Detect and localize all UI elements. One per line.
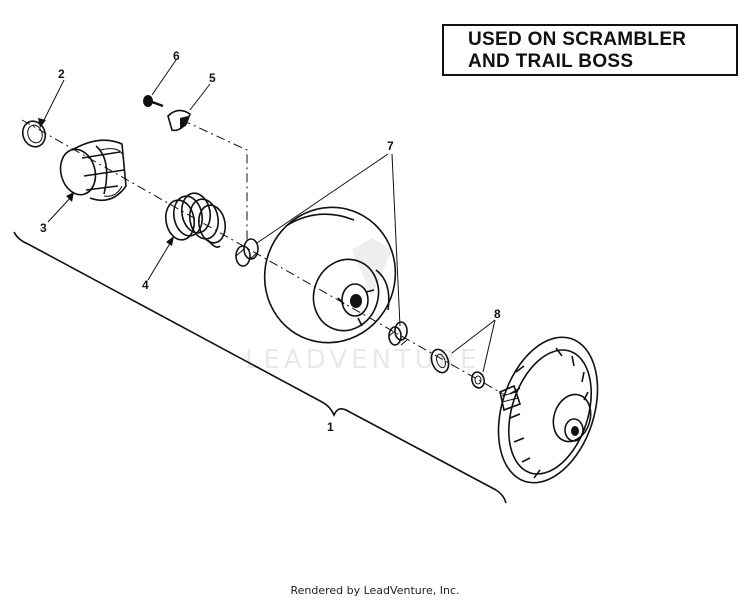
bushing-part-upper bbox=[235, 238, 259, 267]
bushing-part-lower bbox=[388, 321, 408, 346]
leader-lines bbox=[38, 59, 496, 373]
callout-1: 1 bbox=[327, 420, 334, 434]
callout-5: 5 bbox=[209, 71, 216, 85]
spider-part bbox=[59, 139, 127, 202]
note-line-1: USED ON SCRAMBLER bbox=[468, 29, 687, 50]
note-line-2: AND TRAIL BOSS bbox=[468, 51, 634, 72]
center-axis bbox=[21, 119, 506, 396]
callout-8: 8 bbox=[494, 307, 501, 321]
assembly-bracket bbox=[13, 231, 507, 504]
screw-part bbox=[143, 95, 164, 108]
washer-part-large bbox=[430, 348, 450, 374]
callout-2: 2 bbox=[58, 67, 65, 81]
callout-6: 6 bbox=[173, 49, 180, 63]
callout-7: 7 bbox=[387, 139, 394, 153]
sheave-part bbox=[263, 206, 397, 344]
applicability-note-box: USED ON SCRAMBLER AND TRAIL BOSS bbox=[442, 24, 738, 76]
watermark-logo-icon bbox=[352, 238, 392, 296]
callout-4: 4 bbox=[142, 278, 149, 292]
washer-part-small bbox=[471, 371, 485, 389]
snap-ring-part bbox=[21, 120, 47, 148]
weight-part bbox=[167, 109, 191, 132]
callout-3: 3 bbox=[40, 221, 47, 235]
fixed-sheave-part bbox=[497, 336, 599, 484]
spring-part bbox=[164, 192, 227, 248]
footer-credit: Rendered by LeadVenture, Inc. bbox=[290, 584, 460, 597]
